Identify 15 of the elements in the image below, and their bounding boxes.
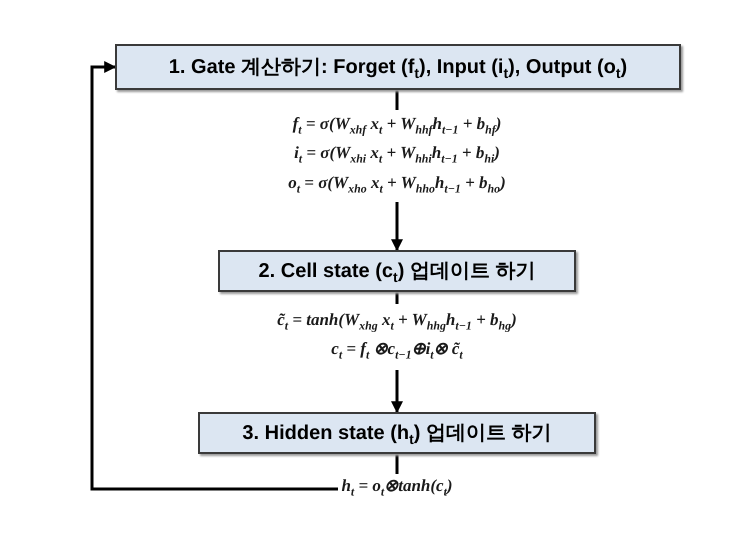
formula-text: i$_{t}$ = σ(W$_{xhi}$ x$_{t}$ + W$_{hhi}$h$_{t−1}$ + b$_{hi}$) bbox=[294, 142, 500, 168]
arrow bbox=[90, 61, 338, 490]
formula-text: c$_{t}$ = f$_{t}$ ⊗c$_{t−1}$⊕i$_{t}$⊗ c̃$_{t}$ bbox=[331, 338, 463, 364]
step-title: 2. Cell state (c$_{t}$) 업데이트 하기 bbox=[258, 259, 536, 285]
arrow bbox=[391, 370, 403, 414]
formula-text: o$_{t}$ = σ(W$_{xho}$ x$_{t}$ + W$_{hho}$h$_{t−1}$ + b$_{ho}$) bbox=[288, 172, 506, 198]
step-title: 3. Hidden state (h$_{t}$) 업데이트 하기 bbox=[242, 421, 552, 447]
step-title: 1. Gate 계산하기: Forget (f$_{t}$), Input (i$_{t}$), Output (o$_{t}$) bbox=[168, 55, 628, 81]
step-box bbox=[115, 44, 681, 90]
formula-text: f$_{t}$ = σ(W$_{xhf}$ x$_{t}$ + W$_{hhf}$h$_{t−1}$ + b$_{hf}$) bbox=[292, 112, 502, 138]
step-box bbox=[198, 412, 596, 454]
formula-text: h$_{t}$ = o$_{t}$⊗tanh(c$_{t}$) bbox=[341, 475, 453, 501]
step-box bbox=[218, 250, 576, 292]
arrow bbox=[391, 202, 403, 252]
formula-text: c̃$_{t}$ = tanh(W$_{xhg}$ x$_{t}$ + W$_{hhg}$h$_{t−1}$ + b$_{hg}$) bbox=[277, 308, 517, 334]
